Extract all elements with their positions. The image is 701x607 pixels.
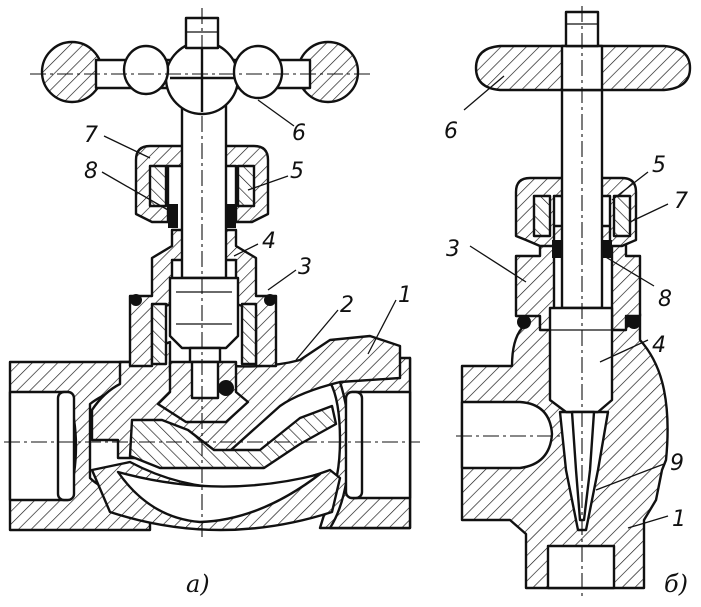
- needle-valve-drawing: [456, 6, 692, 600]
- leader-b7: [629, 203, 669, 223]
- body-bowl-cavity: [116, 470, 322, 524]
- b-side-port: [460, 400, 554, 470]
- bonnet-thread-left: [150, 302, 168, 366]
- disc-ball: [218, 380, 234, 396]
- caption-b: б): [664, 570, 688, 598]
- leader-a7: [103, 135, 151, 159]
- leader-a4: [233, 243, 259, 257]
- caption-a: а): [186, 570, 210, 598]
- bonnet-thread-right: [240, 302, 258, 366]
- b-spindle-lower: [548, 306, 614, 414]
- leader-a2: [295, 309, 339, 361]
- callout-b5: 5: [652, 153, 666, 178]
- callout-a2: 2: [340, 293, 354, 318]
- b-gland-thread-left: [532, 194, 552, 238]
- callout-a6: 6: [292, 121, 306, 146]
- packing-right: [226, 204, 236, 228]
- handwheel-ring-right: [232, 44, 284, 100]
- callout-b8: 8: [658, 287, 672, 312]
- callout-b9: 9: [670, 451, 684, 476]
- b-packing-left: [552, 240, 562, 258]
- callout-b6: 6: [444, 119, 458, 144]
- gland-nut: [134, 144, 270, 224]
- body-partition: [128, 404, 338, 470]
- packing-sleeve-right: [236, 164, 256, 208]
- callout-leaders-a: [101, 99, 397, 361]
- leader-b4: [599, 339, 649, 363]
- callout-b4: 4: [652, 333, 666, 358]
- o-ring-right: [264, 294, 276, 306]
- callout-a8: 8: [84, 159, 98, 184]
- b-bottom-port: [546, 544, 616, 590]
- b-packing-right: [602, 240, 612, 258]
- leader-b1: [627, 515, 669, 529]
- b-needle: [570, 410, 596, 522]
- leader-b6: [463, 75, 505, 111]
- leader-a3: [267, 269, 297, 291]
- callout-b7: 7: [674, 189, 688, 214]
- leader-a1: [367, 299, 397, 355]
- leader-a5: [247, 175, 289, 191]
- spindle-thread: [168, 276, 240, 350]
- leader-b3: [469, 245, 527, 283]
- handwheel-ring-left: [122, 44, 170, 96]
- callout-a1: 1: [398, 283, 412, 308]
- callout-a4: 4: [262, 229, 276, 254]
- callout-b1: 1: [672, 507, 686, 532]
- globe-valve-drawing: [4, 8, 420, 540]
- b-o-ring-right: [627, 315, 641, 329]
- callout-a5: 5: [290, 159, 304, 184]
- o-ring-left: [130, 294, 142, 306]
- packing-sleeve-left: [148, 164, 168, 208]
- disc-stem: [190, 360, 220, 400]
- callout-a3: 3: [298, 255, 312, 280]
- handwheel-knob-left: [40, 40, 104, 104]
- callout-leaders-b: [463, 75, 669, 529]
- b-gland-thread-right: [612, 194, 632, 238]
- leader-b9: [595, 463, 665, 491]
- leader-a8: [101, 171, 169, 211]
- callout-a7: 7: [84, 123, 98, 148]
- b-o-ring-left: [517, 315, 531, 329]
- leader-b8: [603, 255, 655, 287]
- left-thread-groove: [56, 390, 76, 502]
- packing-left: [168, 204, 178, 228]
- leader-b5: [611, 171, 649, 201]
- right-thread-groove: [344, 390, 364, 500]
- callout-b3: 3: [446, 237, 460, 262]
- leader-a6: [257, 99, 295, 127]
